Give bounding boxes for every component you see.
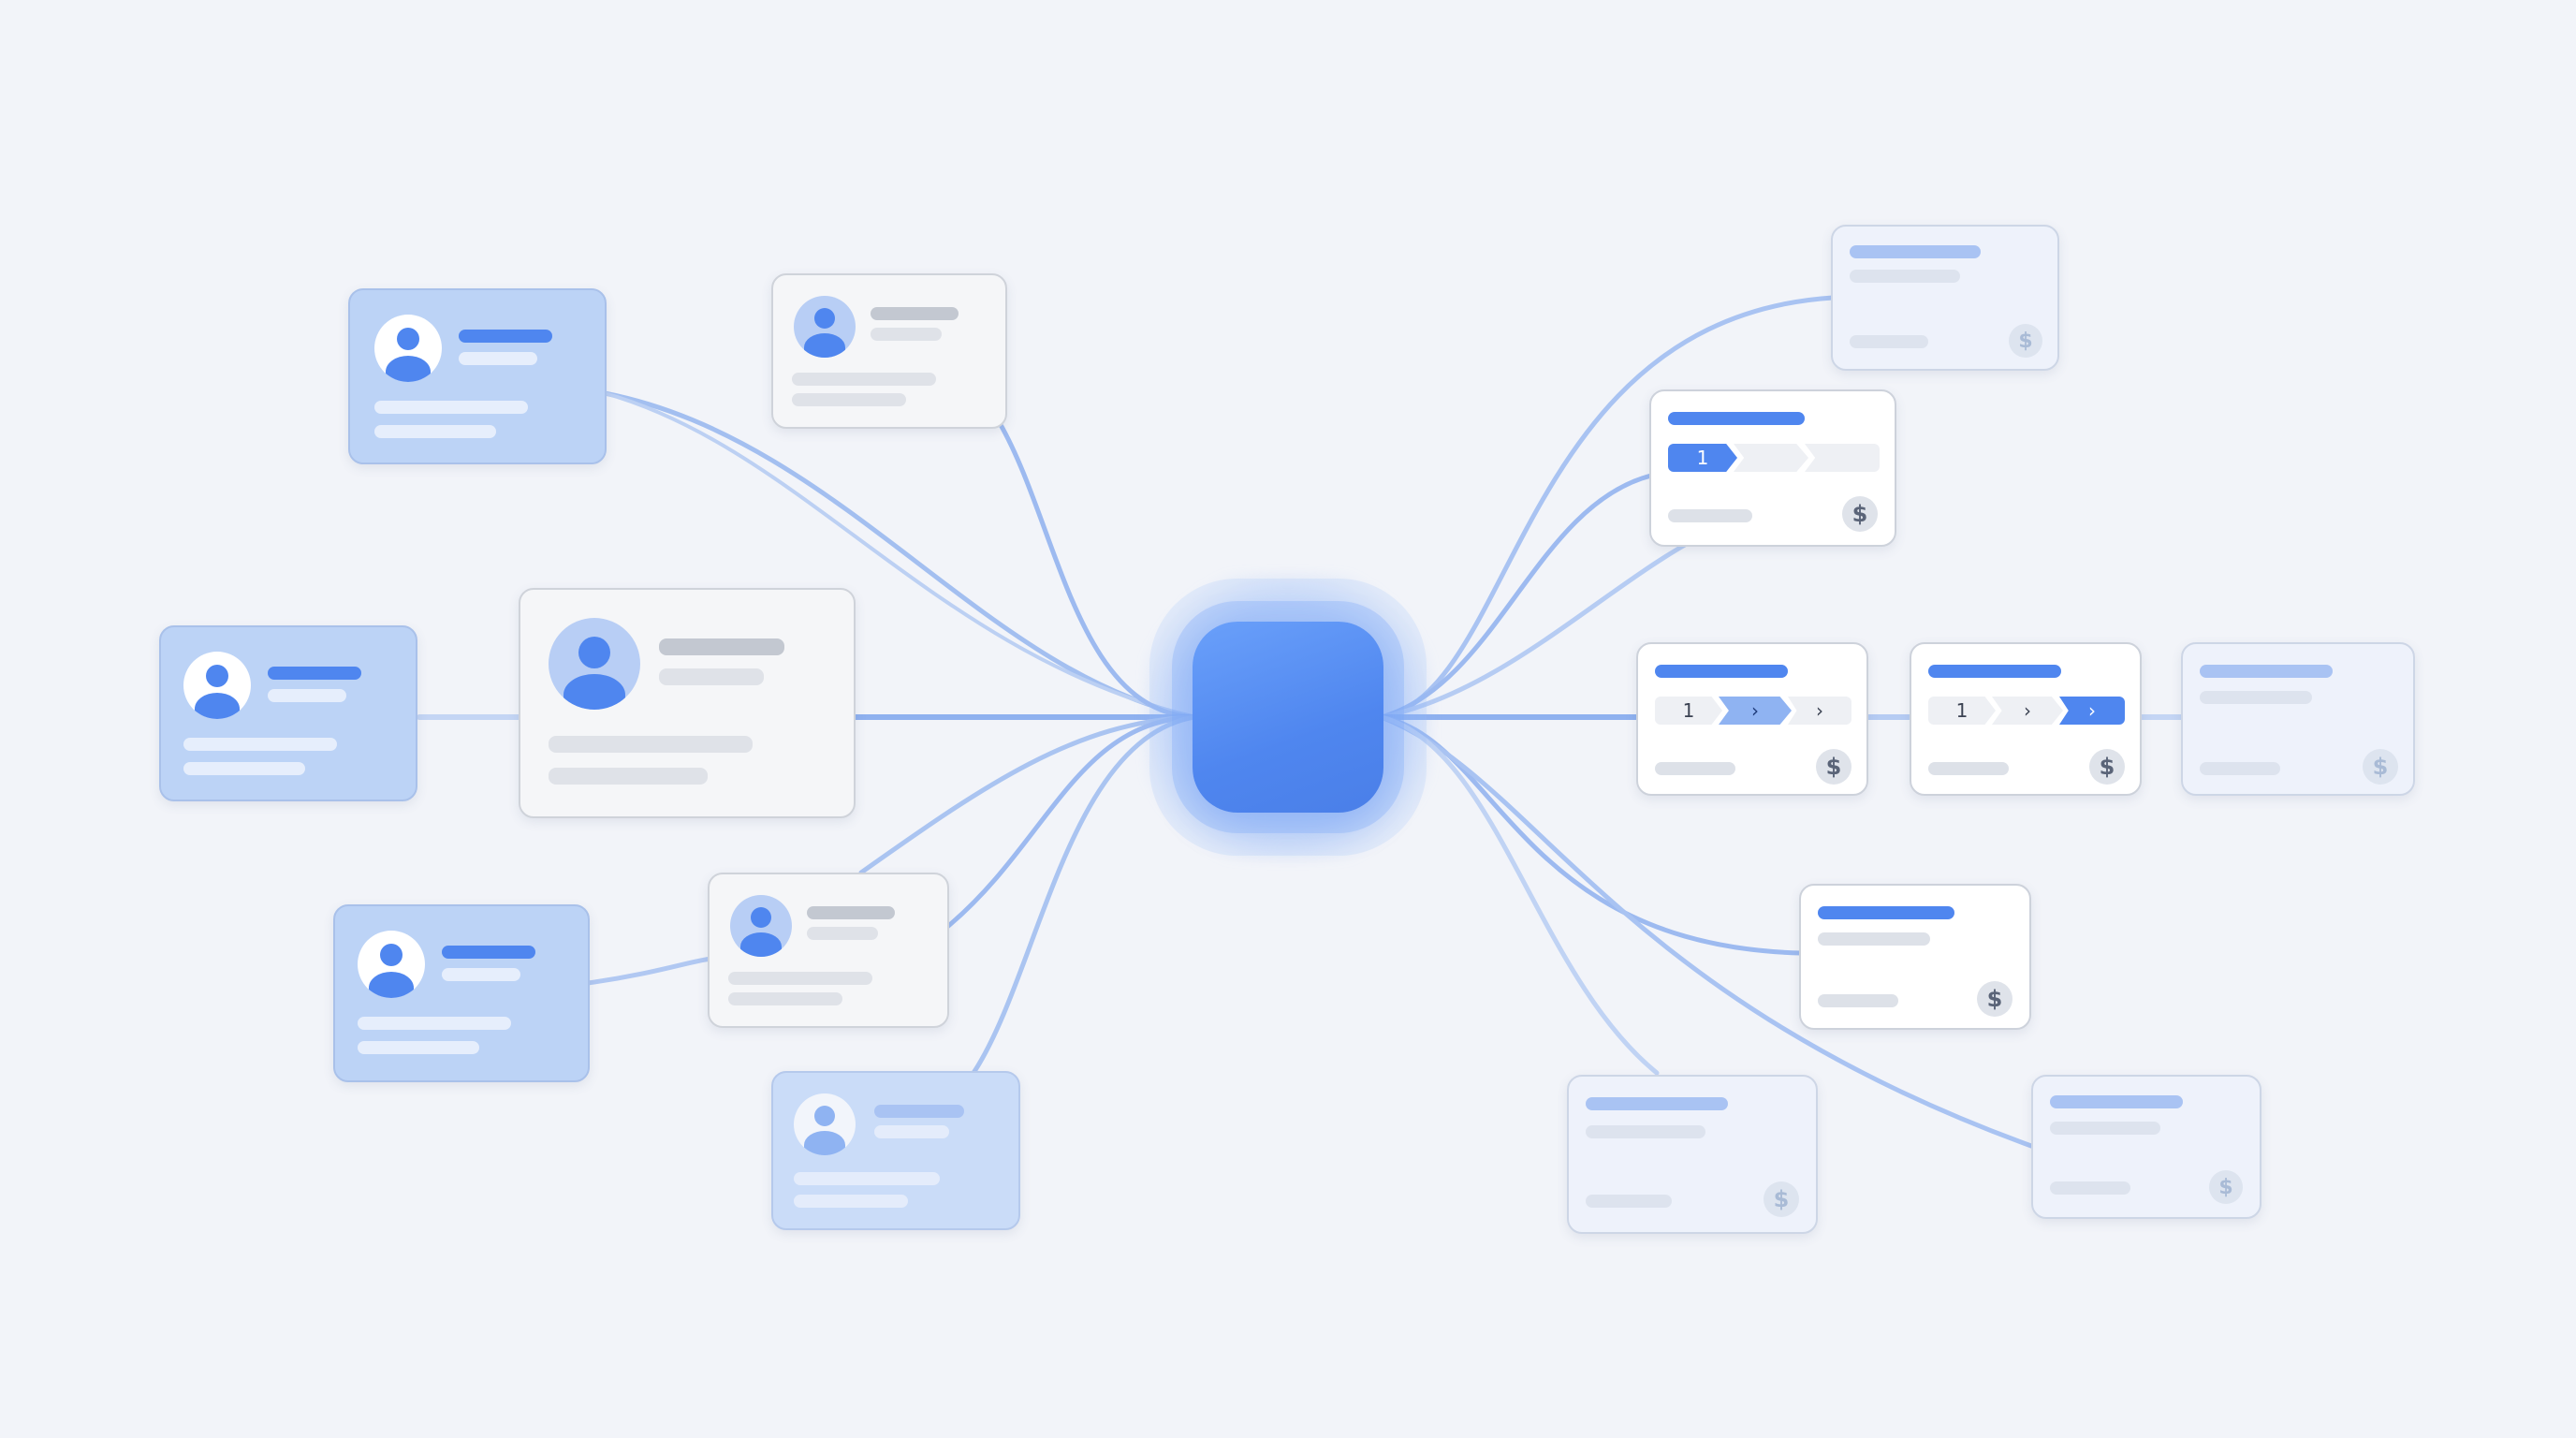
dollar-icon: $ [1977, 981, 2012, 1017]
billing-card-6[interactable]: $ [1799, 884, 2031, 1030]
name-bar [659, 638, 784, 655]
dollar-icon: $ [1816, 749, 1852, 785]
user-avatar-icon [358, 931, 425, 998]
name-bar [268, 667, 361, 680]
progress-stepper[interactable]: 1 [1668, 444, 1880, 472]
link-left-8 [585, 956, 714, 986]
billing-card-1[interactable]: $ [1831, 225, 2059, 371]
profile-card-4[interactable] [519, 588, 856, 818]
detail-bar [358, 1041, 479, 1054]
profile-card-3[interactable] [159, 625, 417, 801]
profile-card-6[interactable] [708, 873, 949, 1028]
title-bar [1668, 412, 1805, 425]
step-2[interactable] [1734, 444, 1808, 472]
step-3[interactable] [1805, 444, 1880, 472]
subtitle-bar [807, 927, 878, 940]
title-bar [1818, 906, 1954, 919]
subtitle-bar [659, 668, 764, 685]
title-bar [1586, 1097, 1728, 1110]
step-3[interactable]: › [1788, 697, 1852, 725]
dollar-icon: $ [2089, 749, 2125, 785]
progress-stepper[interactable]: 1 › › [1928, 697, 2125, 725]
dollar-icon: $ [2209, 1170, 2243, 1204]
profile-card-1[interactable] [348, 288, 607, 464]
detail-bar [792, 393, 906, 406]
detail-bar [728, 972, 872, 985]
detail-bar [794, 1172, 940, 1185]
user-avatar-icon [374, 315, 442, 382]
subtitle-bar [459, 352, 537, 365]
billing-card-2[interactable]: 1 $ [1649, 389, 1896, 547]
name-bar [871, 307, 959, 320]
profile-card-7[interactable] [771, 1071, 1020, 1230]
user-avatar-icon [730, 895, 792, 957]
title-bar [2050, 1095, 2183, 1108]
step-1[interactable]: 1 [1928, 697, 1996, 725]
step-3[interactable]: › [2059, 697, 2125, 725]
title-bar [2200, 665, 2333, 678]
name-bar [874, 1105, 964, 1118]
subtitle-bar [1586, 1125, 1705, 1138]
subtitle-bar [2050, 1122, 2160, 1135]
link-right-1 [1379, 295, 1836, 720]
user-avatar-icon [794, 1093, 856, 1155]
detail-bar [374, 401, 528, 414]
central-hub[interactable] [1193, 622, 1383, 813]
name-bar [807, 906, 895, 919]
step-2[interactable]: › [1719, 697, 1792, 725]
amount-bar [1928, 762, 2009, 775]
amount-bar [1818, 994, 1898, 1007]
billing-card-3[interactable]: 1 › › $ [1636, 642, 1868, 796]
amount-bar [2200, 762, 2280, 775]
amount-bar [1586, 1195, 1672, 1208]
link-left-2 [603, 391, 1196, 719]
subtitle-bar [871, 328, 942, 341]
subtitle-bar [1818, 932, 1930, 946]
dollar-icon: $ [2009, 324, 2042, 358]
detail-bar [183, 762, 305, 775]
subtitle-bar [1850, 270, 1960, 283]
link-right-8 [1379, 714, 2034, 1149]
subtitle-bar [2200, 691, 2312, 704]
step-1[interactable]: 1 [1668, 444, 1737, 472]
title-bar [1850, 245, 1981, 258]
detail-bar [792, 373, 936, 386]
step-1[interactable]: 1 [1655, 697, 1722, 725]
detail-bar [728, 992, 842, 1005]
dollar-icon: $ [1764, 1181, 1799, 1217]
subtitle-bar [442, 968, 520, 981]
profile-card-5[interactable] [333, 904, 590, 1082]
amount-bar [1668, 509, 1752, 522]
title-bar [1655, 665, 1788, 678]
step-2[interactable]: › [1992, 697, 2063, 725]
detail-bar [358, 1017, 511, 1030]
subtitle-bar [268, 689, 346, 702]
amount-bar [2050, 1181, 2130, 1195]
name-bar [442, 946, 535, 959]
amount-bar [1850, 335, 1928, 348]
detail-bar [374, 425, 496, 438]
title-bar [1928, 665, 2061, 678]
billing-card-8[interactable]: $ [2031, 1075, 2261, 1219]
billing-card-4[interactable]: 1 › › $ [1910, 642, 2142, 796]
profile-card-2[interactable] [771, 273, 1007, 429]
dollar-icon: $ [2363, 749, 2398, 785]
user-avatar-icon [794, 296, 856, 358]
subtitle-bar [874, 1125, 949, 1138]
amount-bar [1655, 762, 1735, 775]
detail-bar [549, 736, 753, 753]
user-avatar-icon [183, 652, 251, 719]
progress-stepper[interactable]: 1 › › [1655, 697, 1852, 725]
detail-bar [549, 768, 708, 785]
detail-bar [183, 738, 337, 751]
billing-card-7[interactable]: $ [1567, 1075, 1818, 1234]
dollar-icon: $ [1842, 496, 1878, 532]
detail-bar [794, 1195, 908, 1208]
name-bar [459, 330, 552, 343]
user-avatar-icon [549, 618, 640, 710]
billing-card-5[interactable]: $ [2181, 642, 2415, 796]
